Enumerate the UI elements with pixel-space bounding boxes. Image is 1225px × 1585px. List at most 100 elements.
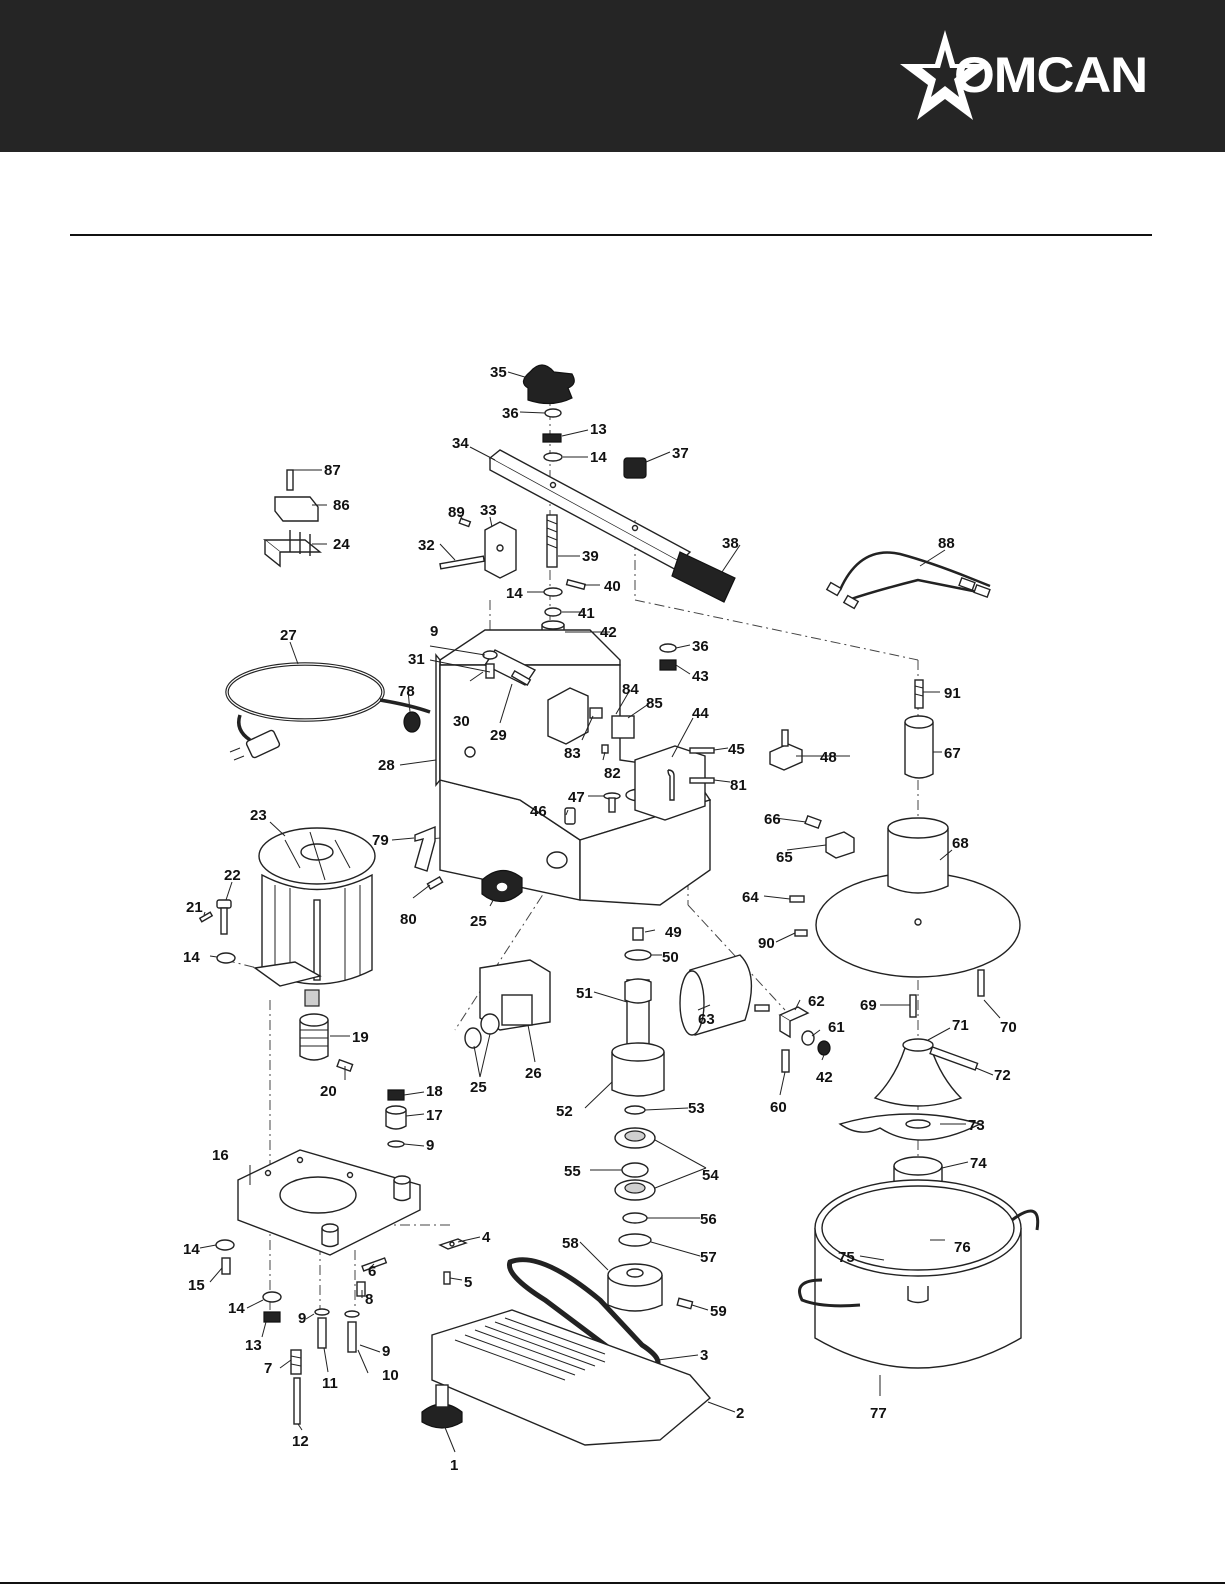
part-label-89: 89 bbox=[448, 504, 465, 521]
part-label-19: 19 bbox=[352, 1029, 369, 1046]
part-label-55: 55 bbox=[564, 1163, 581, 1180]
part-label-81: 81 bbox=[730, 777, 747, 794]
part-label-32: 32 bbox=[418, 537, 435, 554]
part-label-23: 23 bbox=[250, 807, 267, 824]
part-label-71: 71 bbox=[952, 1017, 969, 1034]
start-capacitor-parts bbox=[464, 959, 551, 1049]
spindle-parts bbox=[611, 927, 665, 1097]
part-label-16: 16 bbox=[212, 1147, 229, 1164]
part-label-41: 41 bbox=[578, 605, 595, 622]
omcan-logo: OMCAN bbox=[900, 28, 1170, 128]
part-label-70: 70 bbox=[1000, 1019, 1017, 1036]
part-label-33: 33 bbox=[480, 502, 497, 519]
part-label-52: 52 bbox=[556, 1103, 573, 1120]
bearing-parts bbox=[614, 1105, 656, 1247]
bowl-parts bbox=[798, 994, 1040, 1369]
part-label-73: 73 bbox=[968, 1117, 985, 1134]
part-label-45: 45 bbox=[728, 741, 745, 758]
part-label-65: 65 bbox=[776, 849, 793, 866]
part-label-59: 59 bbox=[710, 1303, 727, 1320]
switch-plate-parts bbox=[589, 707, 715, 821]
part-label-64: 64 bbox=[742, 889, 759, 906]
footer-rule bbox=[0, 1582, 1225, 1584]
part-label-21: 21 bbox=[186, 899, 203, 916]
brand-name: OMCAN bbox=[954, 47, 1148, 103]
part-label-43: 43 bbox=[692, 668, 709, 685]
part-label-54: 54 bbox=[702, 1167, 719, 1184]
header-band: OMCAN bbox=[0, 0, 1225, 152]
part-label-27: 27 bbox=[280, 627, 297, 644]
part-label-46: 46 bbox=[530, 803, 547, 820]
part-label-83: 83 bbox=[564, 745, 581, 762]
part-label-77: 77 bbox=[870, 1405, 887, 1422]
part-label-26: 26 bbox=[525, 1065, 542, 1082]
part-label-57: 57 bbox=[700, 1249, 717, 1266]
lower-fastener-parts bbox=[215, 1239, 360, 1425]
part-label-84: 84 bbox=[622, 681, 639, 698]
part-label-53: 53 bbox=[688, 1100, 705, 1117]
part-label-61: 61 bbox=[828, 1019, 845, 1036]
part-label-9b: 9 bbox=[426, 1137, 434, 1154]
knob-part bbox=[522, 364, 575, 462]
part-label-3: 3 bbox=[700, 1347, 708, 1364]
part-label-14a: 14 bbox=[590, 449, 607, 466]
part-label-82: 82 bbox=[604, 765, 621, 782]
part-label-14c: 14 bbox=[183, 949, 200, 966]
part-label-9a: 9 bbox=[430, 623, 438, 640]
part-label-34: 34 bbox=[452, 435, 469, 452]
cap-part bbox=[623, 457, 647, 479]
part-label-12: 12 bbox=[292, 1433, 309, 1450]
part-label-40: 40 bbox=[604, 578, 621, 595]
part-label-86: 86 bbox=[333, 497, 350, 514]
part-label-28: 28 bbox=[378, 757, 395, 774]
part-label-35: 35 bbox=[490, 364, 507, 381]
part-label-13b: 13 bbox=[245, 1337, 262, 1354]
star-icon bbox=[900, 30, 990, 120]
part-label-58: 58 bbox=[562, 1235, 579, 1252]
part-label-9c: 9 bbox=[298, 1310, 306, 1327]
leader-lines bbox=[199, 371, 1001, 1453]
title-rule bbox=[70, 234, 1152, 236]
spindle-pulley-part bbox=[607, 1263, 694, 1312]
part-label-14d: 14 bbox=[183, 1241, 200, 1258]
part-label-60: 60 bbox=[770, 1099, 787, 1116]
motor-pulley-part bbox=[299, 1013, 354, 1073]
part-label-6: 6 bbox=[368, 1263, 376, 1280]
part-label-91: 91 bbox=[944, 685, 961, 702]
part-label-50: 50 bbox=[662, 949, 679, 966]
part-label-66: 66 bbox=[764, 811, 781, 828]
part-label-62: 62 bbox=[808, 993, 825, 1010]
bracket-parts bbox=[439, 517, 517, 579]
part-label-2: 2 bbox=[736, 1405, 744, 1422]
part-label-13a: 13 bbox=[590, 421, 607, 438]
part-label-85: 85 bbox=[646, 695, 663, 712]
part-label-25a: 25 bbox=[470, 913, 487, 930]
part-label-4: 4 bbox=[482, 1229, 491, 1246]
motor-part bbox=[253, 827, 376, 1007]
part-label-11: 11 bbox=[322, 1375, 338, 1392]
part-label-14e: 14 bbox=[228, 1300, 245, 1317]
part-label-51: 51 bbox=[576, 985, 593, 1002]
part-label-39: 39 bbox=[582, 548, 599, 565]
power-cord-part bbox=[225, 662, 431, 761]
part-label-9d: 9 bbox=[382, 1343, 390, 1360]
part-label-44: 44 bbox=[692, 705, 709, 722]
part-label-38: 38 bbox=[722, 535, 739, 552]
part-label-80: 80 bbox=[400, 911, 417, 928]
part-label-36b: 36 bbox=[692, 638, 709, 655]
run-capacitor-parts bbox=[679, 954, 831, 1073]
foot-spacer-parts bbox=[385, 1089, 407, 1148]
part-label-76: 76 bbox=[954, 1239, 971, 1256]
part-label-42a: 42 bbox=[600, 624, 617, 641]
base-plate-part bbox=[237, 1149, 421, 1256]
part-label-7: 7 bbox=[264, 1360, 272, 1377]
part-label-1: 1 bbox=[450, 1457, 458, 1474]
part-label-10: 10 bbox=[382, 1367, 399, 1384]
part-label-68: 68 bbox=[952, 835, 969, 852]
part-label-75: 75 bbox=[838, 1249, 855, 1266]
housing-part bbox=[435, 629, 712, 906]
part-label-74: 74 bbox=[970, 1155, 987, 1172]
part-label-18: 18 bbox=[426, 1083, 443, 1100]
clamp-parts bbox=[263, 469, 322, 568]
